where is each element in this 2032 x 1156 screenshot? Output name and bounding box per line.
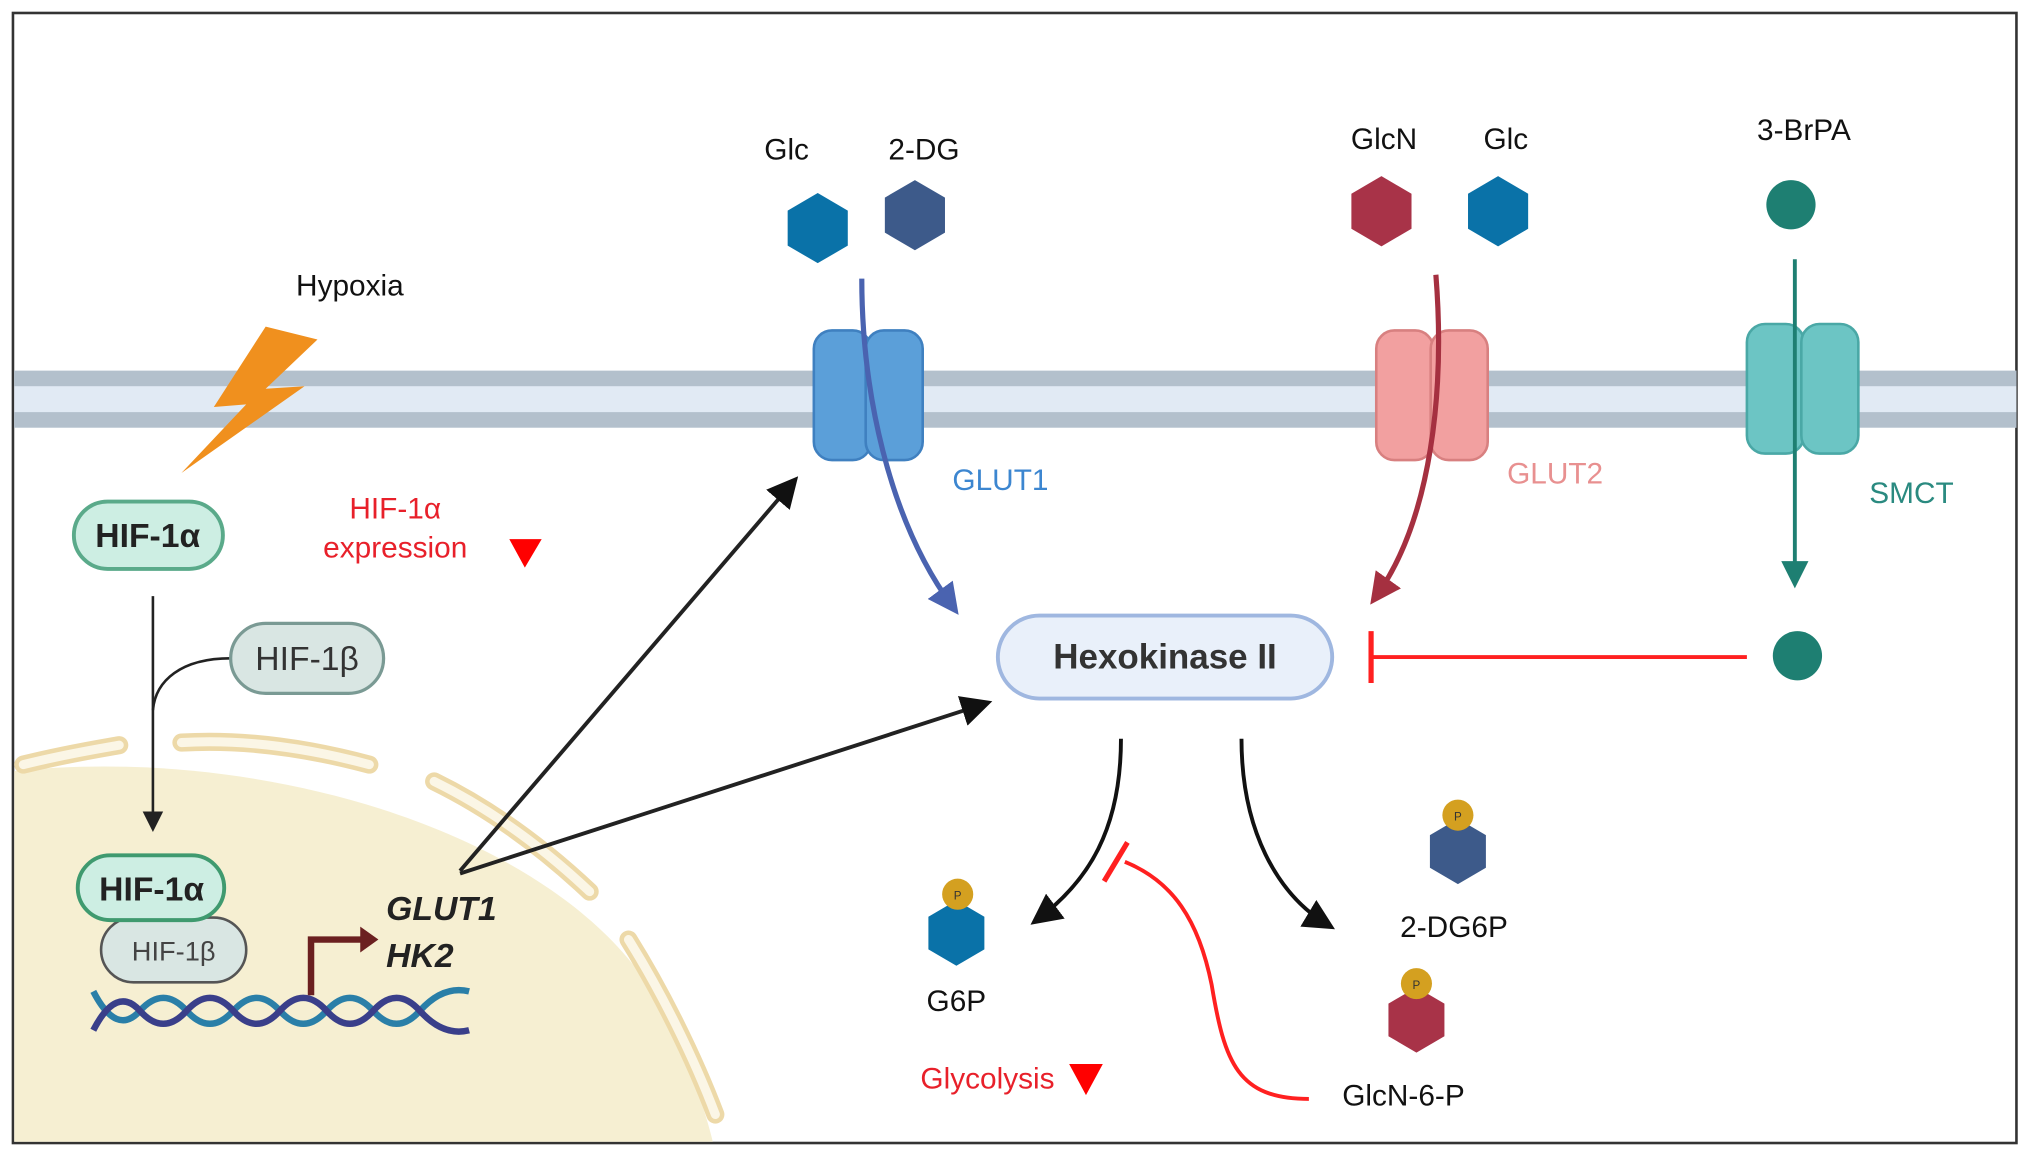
glcn6p-label: GlcN-6-P [1342, 1079, 1465, 1112]
gene-glut1: GLUT1 [386, 891, 496, 928]
glut2-label: GLUT2 [1507, 457, 1603, 490]
svg-text:P: P [1413, 979, 1421, 992]
svg-text:P: P [954, 889, 962, 902]
glycolysis-label: Glycolysis [920, 1063, 1054, 1096]
hif1a-protein: HIF-1α [71, 499, 225, 571]
glut1-uptake-arrow [859, 278, 959, 615]
hif1b-bound: HIF-1β [99, 916, 248, 984]
g6p-label: G6P [927, 985, 987, 1018]
glut1-label: GLUT1 [952, 464, 1048, 497]
decrease-triangle-icon [509, 539, 542, 568]
3brpa-intracellular-icon [1772, 631, 1823, 681]
cell-membrane [14, 370, 2017, 428]
glc-label-right: Glc [1484, 123, 1529, 156]
2dg-label: 2-DG [888, 133, 959, 166]
glut1-induction-arrow [458, 476, 799, 873]
hexokinase-ii-enzyme: Hexokinase II [995, 613, 1335, 701]
2dg6p-molecule-icon: P [1429, 799, 1486, 885]
glc-label-left: Glc [764, 133, 809, 166]
inhibition-bar-icon-lower [1101, 841, 1130, 883]
2dg6p-production-arrow [1239, 738, 1335, 930]
g6p-molecule-icon: P [928, 878, 985, 966]
svg-text:HIF-1β: HIF-1β [255, 641, 359, 678]
glut1-transporter [812, 329, 924, 462]
transcription-arrowhead-icon [360, 926, 379, 953]
glut2-transporter [1374, 329, 1490, 462]
hif1a-expression-line1: HIF-1α [349, 492, 441, 525]
svg-text:HIF-1α: HIF-1α [95, 518, 200, 555]
hk2-induction-arrow [459, 696, 993, 876]
g6p-production-arrow [1030, 738, 1123, 925]
hif1a-bound: HIF-1α [75, 853, 227, 923]
svg-text:HIF-1α: HIF-1α [99, 872, 204, 909]
hif1a-expression-line2: expression [323, 531, 467, 564]
glcn6p-molecule-icon: P [1388, 968, 1445, 1053]
smct-transporter [1745, 322, 1860, 455]
svg-text:HIF-1β: HIF-1β [132, 935, 216, 966]
2dg6p-label: 2-DG6P [1400, 911, 1508, 944]
3brpa-label: 3-BrPA [1757, 114, 1851, 147]
glcn6p-inhibition-line [1124, 860, 1309, 1101]
hif1b-protein: HIF-1β [229, 621, 386, 695]
gene-hk2: HK2 [386, 938, 454, 975]
glcn-label: GlcN [1351, 123, 1417, 156]
svg-text:Hexokinase II: Hexokinase II [1053, 638, 1277, 677]
hif1b-join-line [151, 657, 231, 711]
hypoxia-label: Hypoxia [296, 269, 404, 302]
glycolysis-decrease-triangle-icon [1069, 1063, 1103, 1096]
lightning-bolt-icon [181, 326, 318, 474]
3brpa-circle-icon [1766, 180, 1816, 230]
svg-text:P: P [1454, 810, 1462, 823]
glut2-uptake-arrow [1370, 274, 1442, 605]
transcription-start-arrow [307, 936, 363, 996]
smct-label: SMCT [1869, 477, 1953, 510]
dna-helix [90, 986, 470, 1035]
